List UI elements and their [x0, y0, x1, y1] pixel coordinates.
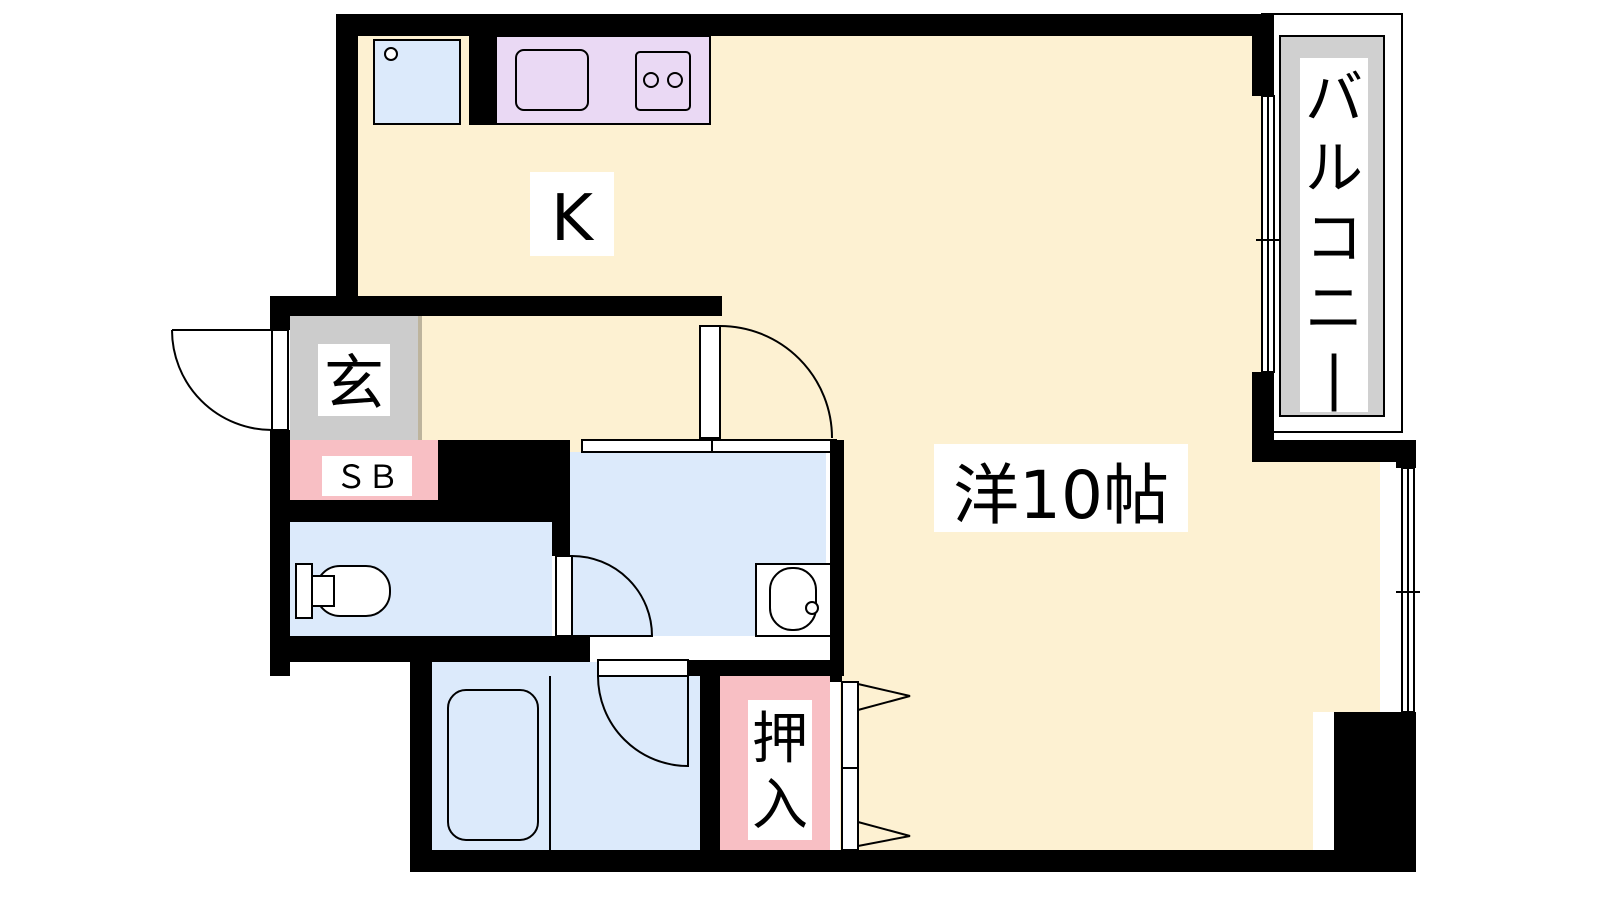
wall-entrance-left: [270, 430, 290, 676]
western-room-label: 洋10帖: [953, 457, 1169, 534]
wall-sb-right: [438, 440, 570, 500]
balcony-label: バルコニ|: [1305, 64, 1363, 412]
front-door-swing: [171, 329, 273, 432]
wall-toilet-right: [552, 440, 570, 556]
wall-balcony-bottom: [1252, 440, 1416, 462]
wall-balcony-pillar-bottom: [1252, 372, 1274, 462]
room-door-leaf: [699, 325, 721, 439]
entrance-label: 玄: [324, 349, 384, 419]
closet-label-bg: [748, 700, 812, 840]
kitchen-label-bg: [530, 172, 614, 256]
wall-wash-bottom: [688, 660, 844, 676]
wall-closet-right: [830, 676, 842, 682]
doors-windows: [171, 95, 1420, 851]
wall-entrance-right: [418, 316, 422, 440]
bathtub: [447, 689, 539, 841]
toilet-tank: [295, 563, 313, 619]
front-door-leaf: [271, 329, 289, 431]
shoe-box-label-bg: [322, 456, 412, 496]
western-room-label-bg: [934, 444, 1188, 532]
closet-door: [841, 767, 859, 851]
toilet-door-leaf: [555, 555, 573, 637]
balcony-label-bg: [1300, 58, 1368, 412]
toilet-lid: [311, 575, 335, 607]
shoe-box-label: ＳＢ: [335, 458, 399, 496]
bath-door-swing: [597, 675, 689, 768]
wall-bath-right: [700, 676, 720, 850]
wall-sb-bottom: [290, 500, 570, 522]
bath-door-leaf: [597, 659, 689, 677]
wash-basin: [769, 567, 817, 631]
burner-icon: [643, 72, 659, 88]
wall-bath-left: [410, 662, 432, 872]
bathroom-floor: [432, 662, 700, 850]
burner-icon: [667, 72, 683, 88]
refrigerator-icon: [384, 47, 398, 61]
wall-corridor-top: [270, 296, 722, 316]
wall-kitchen-left: [336, 14, 358, 314]
wall-toilet-bottom: [270, 636, 590, 662]
wall-right-corner: [1334, 712, 1416, 872]
stove: [635, 51, 691, 111]
wall-wash-right: [830, 440, 844, 676]
closet-door-swing: [857, 821, 911, 847]
wall-entrance-left-top: [270, 296, 290, 330]
washroom-sliding-door-2: [711, 439, 837, 453]
wall-bottom: [410, 850, 1416, 872]
washroom-sliding-door: [581, 439, 713, 453]
corridor-floor: [418, 316, 698, 452]
walls: [270, 14, 1416, 872]
wall-balcony-pillar-top: [1252, 14, 1274, 96]
wall-top: [336, 14, 1274, 36]
kitchen-pillar: [469, 35, 495, 125]
toilet-door-swing: [571, 555, 654, 637]
room-door-swing: [719, 325, 833, 439]
fixtures: [295, 35, 843, 850]
faucet-icon: [805, 601, 819, 615]
kitchen-sink: [515, 49, 589, 111]
wall-side-pillar: [1396, 440, 1416, 468]
closet-door: [841, 681, 859, 769]
labels: K 玄 ＳＢ 洋10帖 押入 バルコニ|: [318, 58, 1368, 840]
closet-door-swing: [857, 683, 911, 711]
kitchen-label: K: [551, 182, 595, 256]
entrance-label-bg: [318, 344, 390, 416]
closet-label: 押入: [752, 707, 808, 838]
